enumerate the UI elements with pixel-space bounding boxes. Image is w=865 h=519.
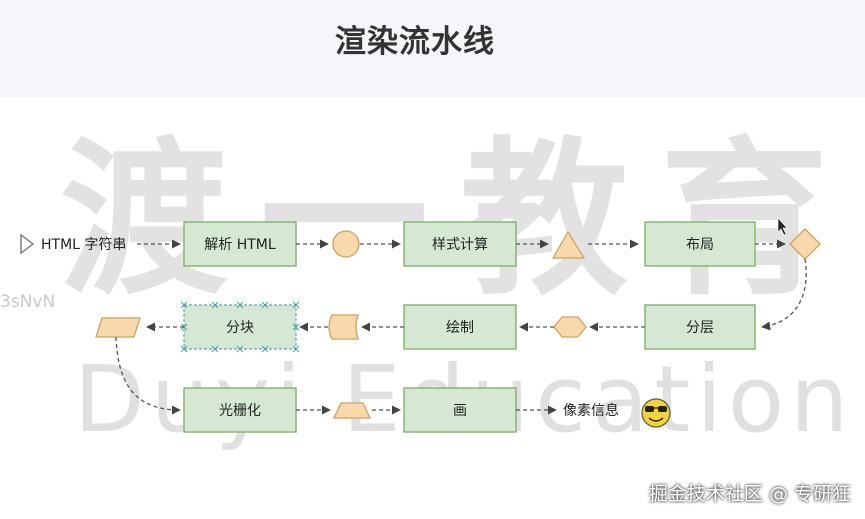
side-watermark: 3sNvN — [0, 292, 56, 312]
hexagon-shape — [553, 316, 587, 338]
node-raster-label: 光栅化 — [219, 403, 261, 419]
node-tile[interactable]: 分块 — [183, 304, 297, 350]
node-parse-html[interactable]: 解析 HTML — [183, 221, 297, 267]
node-paint-label: 绘制 — [446, 320, 474, 336]
node-draw[interactable]: 画 — [403, 387, 517, 433]
node-style-calc-label: 样式计算 — [432, 237, 488, 253]
node-raster[interactable]: 光栅化 — [183, 387, 297, 433]
footer-watermark: 掘金技术社区 @ 专研狂 — [648, 483, 851, 505]
watermark-chinese: 渡一教育 — [60, 122, 860, 318]
node-draw-label: 画 — [453, 403, 467, 419]
node-paint[interactable]: 绘制 — [403, 304, 517, 350]
page-title: 渲染流水线 — [335, 24, 495, 60]
node-parse-html-label: 解析 HTML — [204, 237, 276, 253]
start-label: HTML 字符串 — [41, 237, 126, 253]
edge-diamond-layer — [761, 258, 807, 331]
node-layer[interactable]: 分层 — [644, 304, 756, 350]
diamond-shape — [789, 228, 821, 260]
edge-parallelogram-raster — [115, 336, 181, 415]
triangle-shape — [551, 230, 586, 259]
node-layout[interactable]: 布局 — [644, 221, 756, 267]
node-layer-label: 分层 — [686, 320, 714, 336]
trapezoid-shape — [332, 402, 372, 419]
header-bar — [0, 0, 865, 97]
selection-handles — [180, 301, 300, 353]
node-layout-label: 布局 — [686, 237, 714, 253]
cursor-icon — [777, 217, 788, 236]
pixel-info-label: 像素信息 — [563, 402, 619, 419]
sunglasses-smiley-icon — [641, 398, 671, 428]
play-triangle-icon — [20, 233, 35, 255]
node-tile-label: 分块 — [226, 320, 254, 336]
parallelogram-shape — [95, 317, 141, 338]
stored-data-shape — [328, 314, 359, 340]
node-style-calc[interactable]: 样式计算 — [403, 221, 517, 267]
circle-shape — [332, 230, 360, 258]
